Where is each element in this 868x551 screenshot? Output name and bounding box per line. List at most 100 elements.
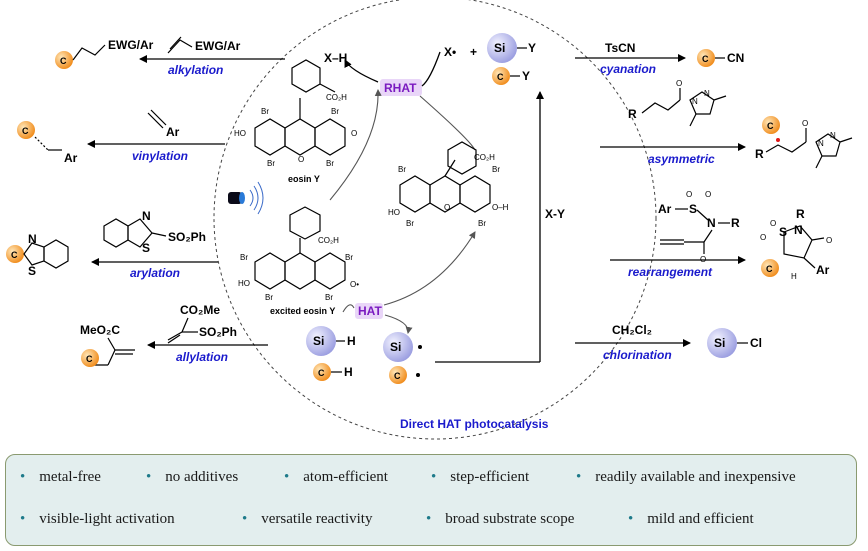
c-radical-c: C (394, 371, 401, 381)
arylation-reagent: SO₂Ph (168, 230, 206, 244)
vinylation-label: vinylation (132, 149, 188, 163)
rhat-label: RHAT (384, 81, 417, 95)
eosin-radical-structure: CO₂H Br Br HO O–H Br Br O (388, 141, 509, 228)
svg-text:N: N (707, 216, 716, 230)
asymmetric-reagent: R (628, 107, 637, 121)
rearrangement-label: rearrangement (628, 265, 713, 279)
rearrangement-product-ar: Ar (816, 263, 830, 277)
cyanation-label: cyanation (600, 62, 656, 76)
svg-text:CO₂H: CO₂H (474, 153, 495, 162)
svg-text:N: N (794, 223, 803, 237)
vinylation-reaction: C Ar Ar vinylation (17, 109, 225, 165)
cyanation-reagent: TsCN (605, 41, 635, 55)
svg-text:O: O (351, 129, 357, 138)
allylation-product: MeO₂C (80, 323, 120, 337)
svg-text:C: C (11, 250, 18, 260)
c-h-c: C (318, 368, 325, 378)
c-y-y: Y (522, 69, 530, 83)
allylation-label: allylation (176, 350, 228, 364)
chlorination-label: chlorination (603, 348, 672, 362)
svg-text:Si: Si (714, 336, 725, 350)
c-y-c: C (497, 72, 504, 82)
si-y-y: Y (528, 41, 536, 55)
svg-text:N: N (692, 97, 698, 106)
svg-text:N: N (142, 209, 151, 223)
eosin-y-structure: CO₂H Br Br HO O Br Br O eosin Y (234, 59, 357, 184)
svg-text:Br: Br (265, 293, 273, 302)
svg-text:O: O (802, 119, 808, 128)
arylation-label: arylation (130, 266, 180, 280)
vinylation-product: Ar (64, 151, 78, 165)
svg-text:O: O (298, 155, 304, 164)
alkylation-reaction: C EWG/Ar EWG/Ar alkylation (55, 36, 285, 77)
svg-text:O: O (676, 79, 682, 88)
cyanation-product: CN (727, 51, 744, 65)
allylation-reaction: MeO₂C C CO₂Me SO₂Ph allylation (80, 303, 268, 367)
rhat-box (380, 79, 422, 96)
vinylation-reagent: Ar (166, 125, 180, 139)
features-panel: •metal-free •no additives •atom-efficien… (5, 454, 857, 546)
svg-text:S: S (689, 202, 697, 216)
si-h-h: H (347, 334, 356, 348)
svg-text:N: N (704, 89, 710, 98)
si-y-si: Si (494, 41, 505, 55)
svg-text:Br: Br (326, 159, 334, 168)
feature-item: •broad substrate scope (426, 511, 575, 527)
x-radical-label: X• (444, 45, 456, 59)
svg-text:HO: HO (238, 279, 250, 288)
feature-item: •atom-efficient (284, 469, 388, 485)
svg-text:Br: Br (240, 253, 248, 262)
svg-text:C: C (767, 121, 774, 131)
svg-text:C: C (60, 56, 67, 66)
feature-item: •versatile reactivity (242, 511, 373, 527)
alkylation-product: EWG/Ar (108, 38, 154, 52)
svg-text:O: O (760, 233, 766, 242)
svg-text:C: C (86, 354, 93, 364)
allylation-reagent: SO₂Ph (199, 325, 237, 339)
feature-item: •metal-free (20, 469, 101, 485)
x-y-label: X-Y (545, 207, 565, 221)
arylation-product-n: N (28, 232, 37, 246)
scheme-title: Direct HAT photocatalysis (400, 417, 549, 431)
svg-text:HO: HO (388, 208, 400, 217)
cyanation-reaction: TsCN cyanation C CN (575, 41, 744, 76)
svg-text:HO: HO (234, 129, 246, 138)
feature-item: •readily available and inexpensive (576, 469, 796, 485)
excited-eosin-structure: CO₂H Br Br HO O• Br Br excited eosin Y (238, 206, 359, 316)
feature-item: •mild and efficient (628, 511, 754, 527)
svg-text:S: S (779, 225, 787, 239)
catalysis-cycle-circle (213, 0, 657, 440)
svg-text:Br: Br (345, 253, 353, 262)
svg-text:N: N (830, 131, 836, 140)
svg-text:CO₂H: CO₂H (318, 236, 339, 245)
svg-text:Br: Br (331, 107, 339, 116)
svg-text:O: O (686, 190, 692, 199)
lamp-icon (228, 181, 264, 215)
arylation-reaction: C N S N S SO₂Ph arylation (6, 209, 218, 280)
si-radical-si: Si (390, 340, 401, 354)
svg-text:H: H (791, 272, 797, 281)
hat-box (355, 303, 383, 319)
svg-text:Br: Br (261, 107, 269, 116)
svg-text:O•: O• (350, 280, 359, 289)
rearrangement-reagent: Ar (658, 202, 672, 216)
svg-text:O: O (705, 190, 711, 199)
excited-eosin-label: excited eosin Y (270, 306, 335, 316)
plus-label: + (470, 45, 477, 59)
asymmetric-label: asymmetric (648, 152, 715, 166)
si-h-si: Si (313, 334, 324, 348)
svg-text:CO₂H: CO₂H (326, 93, 347, 102)
svg-text:Br: Br (325, 293, 333, 302)
c-h-h: H (344, 365, 353, 379)
svg-text:O–H: O–H (492, 203, 509, 212)
svg-text:Br: Br (492, 165, 500, 174)
svg-text:O: O (770, 219, 776, 228)
alkylation-label: alkylation (168, 63, 223, 77)
svg-text:C: C (766, 264, 773, 274)
svg-text:Br: Br (398, 165, 406, 174)
svg-text:Br: Br (267, 159, 275, 168)
rearrangement-reagent2: R (731, 216, 740, 230)
svg-text:N: N (818, 139, 824, 148)
